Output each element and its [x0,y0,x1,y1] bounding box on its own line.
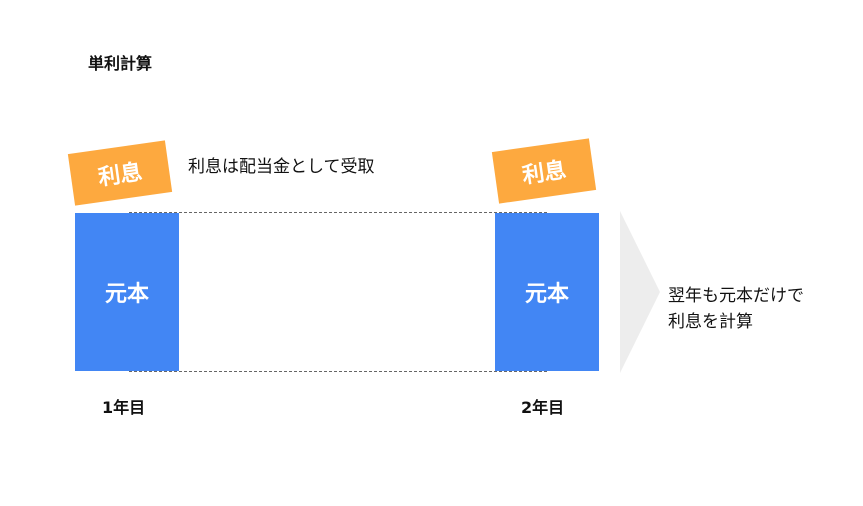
principal-block-year2: 元本 [495,213,599,371]
next-year-note-line2: 利息を計算 [668,312,753,332]
dashed-line-top [129,212,547,213]
interest-label-year1: 利息 [96,160,144,191]
interest-label-year2: 利息 [520,158,568,189]
dashed-line-bottom [129,371,547,372]
year-label-1: 1年目 [102,398,146,417]
year-label-2: 2年目 [521,398,565,417]
arrow-shape [620,211,660,373]
page-title: 単利計算 [88,54,153,73]
next-year-note-line1: 翌年も元本だけで [668,286,804,306]
principal-label-year2: 元本 [524,282,569,307]
interest-tag-year2: 利息 [491,138,597,204]
interest-received-note: 利息は配当金として受取 [188,157,375,177]
principal-block-year1: 元本 [75,213,179,371]
principal-label-year1: 元本 [104,282,149,307]
interest-tag-year1: 利息 [67,140,173,206]
next-year-note: 翌年も元本だけで 利息を計算 [668,283,804,335]
chevron-right-icon [620,211,660,373]
